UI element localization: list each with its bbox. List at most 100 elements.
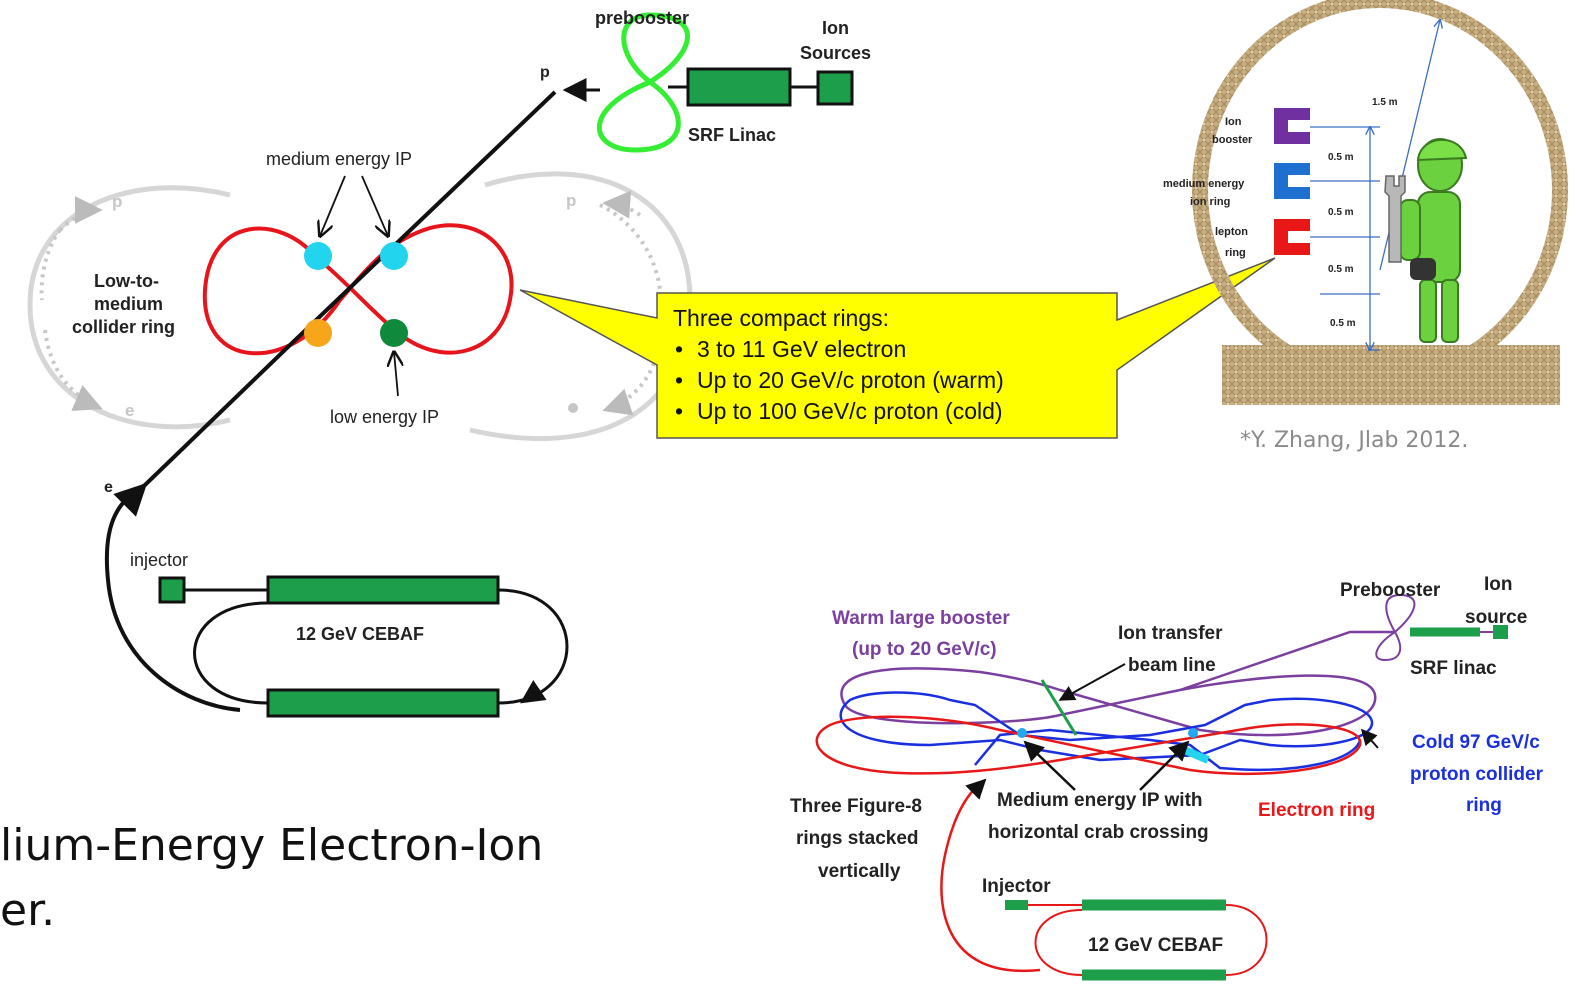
- cebaf-linac-bottom: [266, 688, 500, 718]
- ion-booster-label-1: Ion: [1225, 116, 1242, 128]
- tunnel-floor: [1222, 345, 1560, 405]
- medium-energy-ip-label: medium energy IP: [266, 149, 412, 169]
- medium-ip-arrow-right-r: [1139, 740, 1190, 791]
- srf-linac-label: SRF Linac: [688, 125, 776, 145]
- warm-booster-label-2: (up to 20 GeV/c): [852, 639, 997, 660]
- tunnel-cross-section: 1.5 m 0.5 m 0.5 m 0.5 m 0.5 m Ion booste…: [1163, 0, 1568, 405]
- callout-item-cold-proton: Up to 100 GeV/c proton (cold): [673, 396, 1105, 427]
- srf-linac-box: [686, 67, 792, 107]
- three-fig8-label-3: vertically: [818, 861, 901, 882]
- callout-item-electron: 3 to 11 GeV electron: [673, 334, 1105, 365]
- three-fig8-label-2: rings stacked: [796, 828, 919, 849]
- right-cebaf-arc-left: [1034, 909, 1083, 976]
- ghost-p-left: p: [112, 192, 122, 211]
- cebaf-linac-top: [266, 575, 500, 605]
- injector-box: [158, 576, 186, 604]
- right-collider-diagram: Warm large booster (up to 20 GeV/c) Ion …: [790, 574, 1544, 981]
- cebaf-arc-right: [497, 588, 569, 705]
- dim-0-5m-b: 0.5 m: [1328, 207, 1354, 218]
- right-ion-source-label-1: Ion: [1484, 574, 1513, 595]
- e-label: e: [104, 479, 113, 496]
- three-fig8-label-1: Three Figure-8: [790, 796, 922, 817]
- ion-transfer-arrow: [1058, 663, 1126, 701]
- tunnel-dimensions: [1310, 20, 1440, 350]
- citation-caption: *Y. Zhang, Jlab 2012.: [1240, 428, 1469, 453]
- right-medium-ip-left: [1017, 728, 1027, 738]
- lepton-ring-label-2: ring: [1225, 247, 1246, 259]
- collider-ring-label-3: collider ring: [72, 317, 175, 337]
- ion-sources-box: [816, 70, 854, 106]
- medium-ring-label-2: ion ring: [1190, 196, 1230, 208]
- warm-booster-ring: [840, 667, 1377, 737]
- right-injector-label: Injector: [982, 876, 1051, 897]
- ghost-e-right-dot: [568, 403, 578, 413]
- dim-1-5m: 1.5 m: [1372, 97, 1398, 108]
- ion-transfer-label-2: beam line: [1128, 655, 1216, 676]
- cold-ring-label-2: proton collider: [1410, 764, 1544, 785]
- wrench-icon: [1384, 175, 1406, 263]
- medium-ip-arrow-left: [320, 175, 346, 236]
- low-energy-ip-marker-orange: [304, 319, 332, 347]
- dim-0-5m-a: 0.5 m: [1328, 152, 1354, 163]
- low-energy-ip-marker-green: [380, 319, 408, 347]
- ion-sources-label-2: Sources: [800, 43, 871, 63]
- medium-ring-label-1: medium energy: [1163, 178, 1245, 190]
- proton-collider-ring: [839, 691, 1374, 762]
- right-ion-source-box: [1493, 625, 1508, 639]
- callout-item-warm-proton: Up to 20 GeV/c proton (warm): [673, 365, 1105, 396]
- medium-ip-arrow-left-r: [1023, 740, 1076, 791]
- electron-ring-label: Electron ring: [1258, 800, 1375, 821]
- p-label: p: [540, 64, 550, 81]
- warm-booster-label-1: Warm large booster: [832, 608, 1010, 629]
- cold-ring-label-3: ring: [1466, 795, 1502, 816]
- collider-ring-label-2: medium: [94, 294, 163, 314]
- right-srf-linac-label: SRF linac: [1410, 658, 1497, 679]
- ion-booster-magnet: [1274, 108, 1310, 144]
- medium-energy-ip-marker-right: [380, 242, 408, 270]
- dim-0-5m-d: 0.5 m: [1330, 318, 1356, 329]
- low-ip-arrow: [394, 352, 398, 397]
- ion-booster-label-2: booster: [1212, 134, 1253, 146]
- tunnel-wall: [1192, 0, 1568, 388]
- right-medium-ip-right: [1188, 728, 1198, 738]
- ion-transfer-line-purple: [1179, 630, 1395, 692]
- right-ion-source-label-2: source: [1465, 607, 1527, 628]
- prebooster-loop: [596, 12, 690, 153]
- low-medium-collider-ring: [202, 223, 514, 356]
- lepton-ring-magnet: [1274, 219, 1310, 255]
- crab-crossing-segment: [1178, 744, 1210, 764]
- right-prebooster-label: Prebooster: [1340, 580, 1441, 601]
- electron-injection-arrow: [965, 778, 987, 800]
- three-rings-callout: Three compact rings: 3 to 11 GeV electro…: [657, 293, 1117, 438]
- beam-line-arrow-e: [113, 482, 148, 517]
- cebaf-label: 12 GeV CEBAF: [296, 624, 424, 644]
- ghost-ring-left: [27, 185, 231, 430]
- slide-title-line-1: lium-Energy Electron-Ion: [0, 820, 544, 871]
- right-medium-ip-label-1: Medium energy IP with: [997, 790, 1203, 811]
- medium-energy-ip-marker-left: [304, 242, 332, 270]
- worker-figure-icon: [1384, 138, 1468, 343]
- ghost-e-left: e: [125, 401, 134, 420]
- slide-title-line-2: er.: [0, 885, 56, 936]
- callout-list: 3 to 11 GeV electron Up to 20 GeV/c prot…: [673, 334, 1105, 427]
- collider-ring-label-1: Low-to-: [94, 271, 159, 291]
- cebaf-arrow: [520, 680, 547, 704]
- callout-title: Three compact rings:: [673, 305, 890, 331]
- right-prebooster-loop: [1375, 593, 1416, 662]
- prebooster-label: prebooster: [595, 8, 689, 28]
- cebaf-arc-left: [193, 601, 269, 705]
- ghost-p-right: p: [566, 191, 576, 210]
- ion-transfer-label-1: Ion transfer: [1118, 623, 1223, 644]
- cold-ring-arrow: [1360, 728, 1379, 749]
- left-collider-diagram: p e p medium energy IP Low-to- medium co…: [27, 8, 871, 718]
- lepton-ring-label-1: lepton: [1215, 226, 1248, 238]
- dim-0-5m-c: 0.5 m: [1328, 264, 1354, 275]
- ion-sources-label-1: Ion: [822, 18, 849, 38]
- cold-ring-label-1: Cold 97 GeV/c: [1412, 732, 1540, 753]
- low-energy-ip-label: low energy IP: [330, 407, 439, 427]
- right-cebaf-label: 12 GeV CEBAF: [1088, 935, 1223, 956]
- ion-transfer-beam-line: [1040, 679, 1078, 736]
- right-medium-ip-label-2: horizontal crab crossing: [988, 822, 1209, 843]
- right-cebaf-arc-right: [1225, 904, 1268, 976]
- medium-ip-arrow-right: [361, 175, 388, 236]
